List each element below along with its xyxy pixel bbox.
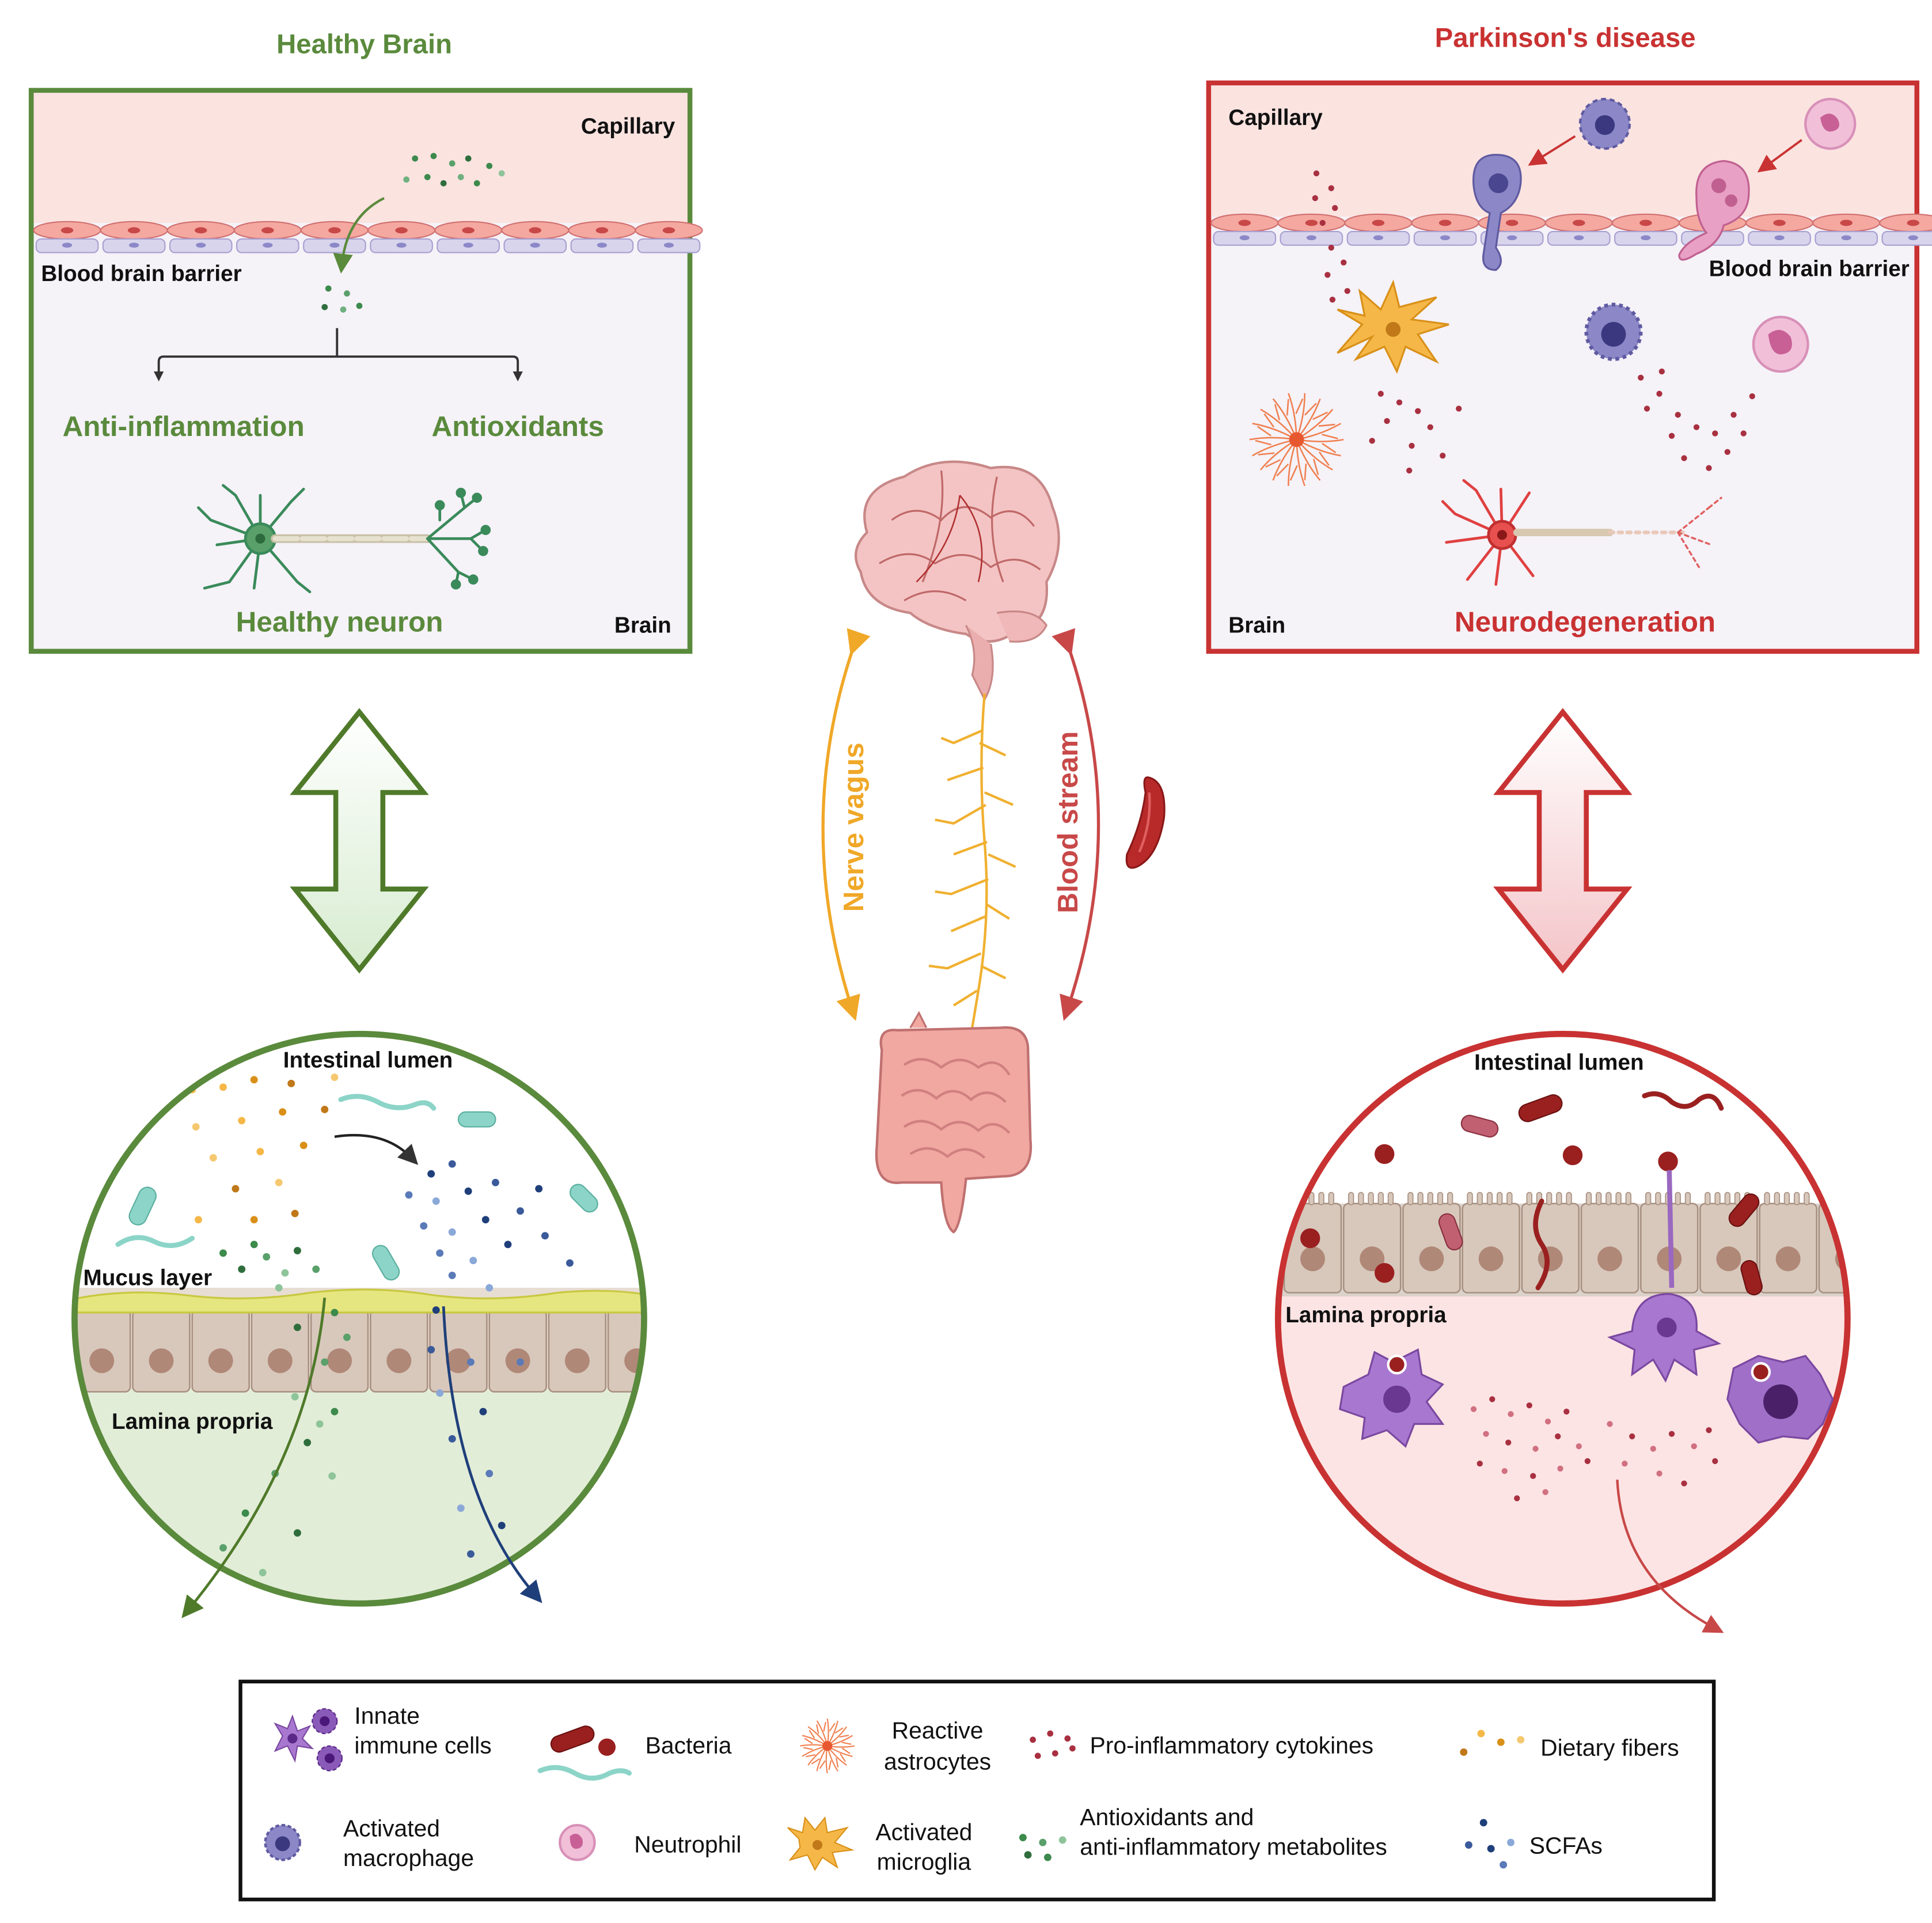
- legend-macrophage-line1: Activated: [343, 1815, 440, 1841]
- neurodegeneration-label: Neurodegeneration: [1455, 606, 1715, 638]
- macrophage-icon: [1578, 97, 1631, 150]
- legend-astrocytes-line2: astrocytes: [884, 1748, 991, 1774]
- cytokine-dots: [1312, 170, 1755, 474]
- parkinsons-panel: Parkinson's disease Capillary Blood brai…: [1206, 23, 1932, 654]
- legend-bacteria: Bacteria: [646, 1732, 732, 1758]
- legend: Innate immune cells Bacteria Reactive as…: [238, 1679, 1716, 1902]
- legend-macrophage-line2: macrophage: [343, 1845, 474, 1871]
- healthy-brain-panel: Healthy Brain Capillary Blood brain barr…: [28, 29, 703, 654]
- vagus-nerve: [928, 693, 1016, 1065]
- blood-stream-label: Blood stream: [1052, 731, 1084, 913]
- capillary-label: Capillary: [581, 114, 675, 139]
- cytokine-release-arrow: [1616, 1480, 1724, 1633]
- legend-astrocytes-line1: Reactive: [892, 1717, 984, 1744]
- bbb-label: Blood brain barrier: [41, 261, 241, 286]
- antioxidant-dots-icon: [1019, 1834, 1066, 1861]
- legend-innate-icon: [274, 1708, 343, 1772]
- nerve-vagus-label: Nerve vagus: [838, 742, 870, 912]
- metabolite-dots-brain: [321, 285, 363, 313]
- disease-gut-circle: Intestinal lumen Lamina propria: [1274, 1030, 1851, 1633]
- metabolite-dots-capillary: [403, 153, 505, 187]
- legend-box: [238, 1679, 1716, 1902]
- macrophage-icon: [1726, 1355, 1834, 1444]
- disease-gut-brain-double-arrow: [1493, 708, 1633, 974]
- parkinsons-title: Parkinson's disease: [1435, 23, 1696, 54]
- migrating-neutrophil-icon: [1678, 160, 1750, 261]
- bacteria-icon: [537, 1725, 632, 1781]
- microglia-icon: [787, 1816, 855, 1871]
- lamina-propria-label: Lamina propria: [112, 1409, 273, 1434]
- dietary-fiber-dots-icon: [1460, 1729, 1525, 1756]
- neutrophil-icon: [559, 1823, 596, 1861]
- endothelial-cells: [33, 221, 703, 253]
- macrophage-icon: [1338, 1348, 1445, 1448]
- brain-label: Brain: [1228, 613, 1285, 638]
- antioxidants-label: Antioxidants: [431, 411, 603, 442]
- scfa-absorption-arrow: [442, 1306, 542, 1603]
- intestinal-lumen-label: Intestinal lumen: [283, 1048, 453, 1072]
- brain-label: Brain: [614, 613, 671, 638]
- bloodstream-arrow: [1052, 628, 1100, 1021]
- legend-antioxidants-line2: anti-inflammatory metabolites: [1080, 1834, 1387, 1860]
- neutrophil-icon: [1804, 97, 1857, 150]
- anti-inflammation-label: Anti-inflammation: [63, 411, 305, 442]
- bbb-label: Blood brain barrier: [1709, 256, 1910, 281]
- healthy-gut-circle: Intestinal lumen Mucus layer Lamina prop…: [71, 1030, 647, 1618]
- barrier-crossing-arrow: [333, 197, 385, 274]
- macrophage-icon: [264, 1823, 301, 1861]
- cytokine-dots-icon: [1030, 1730, 1076, 1759]
- healthy-gut-brain-double-arrow: [290, 708, 429, 974]
- legend-microglia-line1: Activated: [875, 1819, 972, 1845]
- branch-arrow: [157, 328, 519, 376]
- lamina-propria-label: Lamina propria: [1285, 1303, 1447, 1327]
- commensal-bacteria: [115, 1094, 598, 1281]
- activated-macrophage-icon: [1584, 302, 1643, 361]
- brain-icon: [855, 460, 1060, 702]
- migrating-macrophage-icon: [1472, 154, 1522, 271]
- macrophage-migration-arrow: [1528, 135, 1576, 166]
- legend-microglia-line2: microglia: [877, 1849, 971, 1875]
- legend-cytokines: Pro-inflammatory cytokines: [1090, 1732, 1374, 1758]
- capillary-region: [33, 93, 688, 223]
- degenerating-neuron-icon: [1441, 479, 1722, 586]
- legend-innate-line1: Innate: [354, 1702, 420, 1729]
- mucus-layer-label: Mucus layer: [83, 1266, 212, 1291]
- healthy-neuron-label: Healthy neuron: [236, 606, 443, 638]
- legend-neutrophil: Neutrophil: [634, 1831, 741, 1857]
- capillary-label: Capillary: [1228, 105, 1323, 130]
- red-blood-cell-icon: [1125, 776, 1166, 869]
- legend-antioxidants-line1: Antioxidants and: [1080, 1804, 1254, 1830]
- vagus-arrow: [821, 628, 871, 1021]
- dendritic-cell-icon: [1607, 1170, 1722, 1383]
- neutrophil-icon: [1752, 316, 1809, 373]
- legend-innate-line2: immune cells: [354, 1732, 491, 1758]
- legend-scfas: SCFAs: [1529, 1833, 1603, 1859]
- neutrophil-migration-arrow: [1757, 139, 1802, 173]
- endothelial-cells: [1210, 213, 1932, 246]
- legend-dietary-fibers: Dietary fibers: [1540, 1735, 1679, 1761]
- scfa-dots-icon: [1464, 1819, 1515, 1869]
- neuron-icon: [197, 484, 491, 594]
- reactive-astrocyte-icon: [1249, 393, 1344, 487]
- capillary-region: [1211, 85, 1915, 217]
- astrocyte-icon: [800, 1719, 855, 1774]
- intestine-icon: [875, 1011, 1033, 1234]
- microglia-icon: [1337, 279, 1449, 374]
- intestinal-lumen-label: Intestinal lumen: [1474, 1050, 1644, 1075]
- fermentation-arrow: [334, 1133, 419, 1165]
- healthy-brain-title: Healthy Brain: [276, 29, 452, 59]
- pathogenic-bacteria: [1300, 1091, 1763, 1296]
- metabolite-absorption-arrow: [181, 1298, 327, 1618]
